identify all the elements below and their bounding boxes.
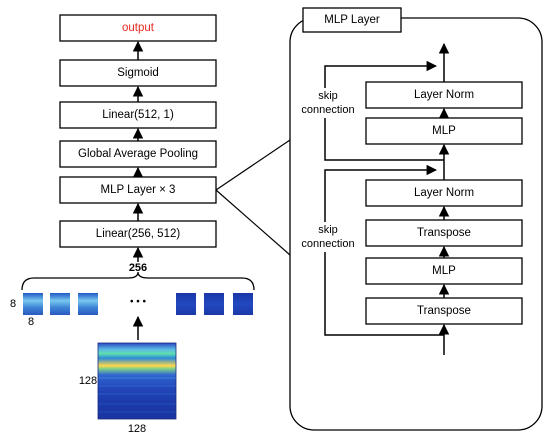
mlp-layer-title: MLP Layer: [324, 14, 380, 26]
dim-256-label: 256: [129, 262, 147, 274]
patch-5: [204, 293, 224, 315]
skip-bottom-label-bg: [296, 222, 358, 252]
zoom-line-top: [215, 139, 291, 191]
spectrogram-texture: [98, 377, 176, 413]
mlp-top-label: MLP: [432, 125, 456, 137]
linear-512-1-label: Linear(512, 1): [102, 109, 174, 121]
linear-256-512-box: [59, 220, 217, 248]
global-average-pooling-box: [59, 140, 217, 168]
skip-bottom-label-line2: connection: [301, 238, 354, 250]
output-box: [59, 14, 217, 42]
skip-top-label-line1: skip: [318, 90, 338, 102]
patch-2: [50, 293, 70, 315]
patch-3: [78, 293, 98, 315]
patch-height-label: 8: [10, 298, 16, 310]
skip-top-label-line2: connection: [301, 104, 354, 116]
skip-bottom-label-line1: skip: [318, 224, 338, 236]
patch-width-label: 8: [28, 316, 34, 328]
spectrogram-image: [97, 342, 177, 420]
mlp-bottom-label: MLP: [432, 265, 456, 277]
skip-connection-bottom-line: [324, 164, 444, 336]
patch-4: [176, 293, 196, 315]
layer-norm-top-label: Layer Norm: [414, 89, 474, 101]
transpose-top-label: Transpose: [417, 227, 471, 239]
mlp-layer-x3-label: MLP Layer × 3: [101, 184, 176, 196]
sigmoid-label: Sigmoid: [117, 67, 159, 79]
mlp-layer-title-box: [302, 7, 402, 33]
ellipsis-dots: • • •: [130, 297, 147, 308]
sigmoid-box: [59, 59, 217, 87]
spectrogram-height-label: 128: [79, 375, 97, 387]
mlp-top-box: [365, 117, 523, 145]
patch-1: [23, 293, 43, 315]
patch-6: [233, 293, 253, 315]
skip-top-label-bg: [296, 88, 358, 118]
global-average-pooling-label: Global Average Pooling: [78, 148, 198, 160]
layer-norm-bottom-label: Layer Norm: [414, 187, 474, 199]
transpose-bottom-label: Transpose: [417, 305, 471, 317]
output-label: output: [122, 22, 155, 34]
zoom-line-bottom: [215, 189, 291, 256]
linear-256-512-label: Linear(256, 512): [96, 228, 181, 240]
layer-norm-top-box: [365, 81, 523, 109]
spectrogram-width-label: 128: [128, 423, 146, 435]
patch-brace: [21, 271, 255, 291]
